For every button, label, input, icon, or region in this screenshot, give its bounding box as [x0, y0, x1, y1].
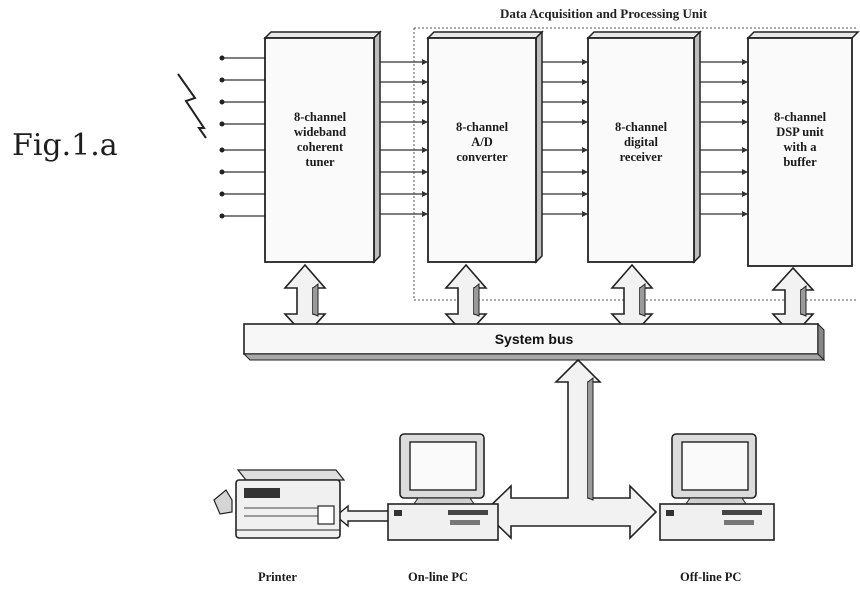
lightning-bolt-icon: [178, 74, 206, 138]
digital-receiver-block-label: 8-channel digital receiver: [600, 120, 682, 165]
pc-to-printer-arrow: [336, 506, 390, 526]
system-bus-label: System bus: [474, 331, 594, 347]
dsp-unit-block-label: 8-channel DSP unit with a buffer: [759, 110, 841, 170]
offline-pc-label: Off-line PC: [680, 570, 741, 585]
figure-label: Fig.1.a: [12, 128, 118, 163]
tuner-block-label: 8-channel wideband coherent tuner: [279, 110, 361, 170]
offline-pc-icon: [660, 434, 774, 540]
printer-label: Printer: [258, 570, 297, 585]
online-pc-label: On-line PC: [408, 570, 468, 585]
ad-converter-block-label: 8-channel A/D converter: [441, 120, 523, 165]
input-dots: [220, 56, 225, 219]
tuner-input-lines: [222, 58, 265, 216]
printer-icon: [214, 470, 344, 538]
online-pc-icon: [388, 434, 498, 540]
bus-to-pc-arrow: [484, 360, 656, 538]
acquisition-unit-title: Data Acquisition and Processing Unit: [500, 6, 707, 22]
